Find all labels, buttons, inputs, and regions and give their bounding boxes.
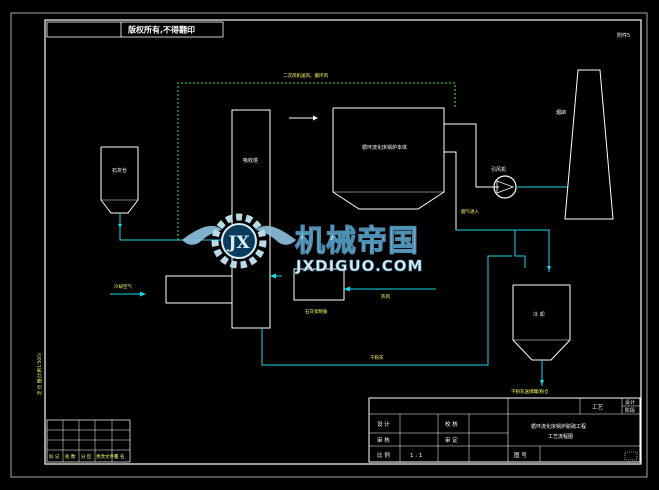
- flue-in-label: 烟气进入: [461, 208, 479, 215]
- chimney-label: 烟囱: [556, 109, 566, 116]
- hot-air-arrow: [344, 286, 350, 292]
- absorber-label: 吸收塔: [243, 157, 258, 164]
- slurry-tank-label: 石灰浆制备: [305, 308, 328, 315]
- rev-header-0: 标 记: [49, 453, 60, 460]
- silo: [100, 146, 139, 214]
- rev-header-4: 签 名: [114, 453, 124, 460]
- tb-project-2: 工艺流程图: [548, 433, 573, 440]
- chimney: [564, 69, 614, 220]
- watermark: JX 机械帝国 JXDIGUO.COM: [182, 213, 423, 275]
- ash-out-label: 干粉灰送储罐/粉仓: [511, 388, 549, 395]
- inner-frame: [44, 19, 642, 465]
- boiler-return-duct: [444, 151, 457, 230]
- fan-label: 引风机: [491, 166, 506, 173]
- tb-process: 工艺: [592, 404, 604, 411]
- tb-designer: 设 计: [377, 420, 390, 428]
- outer-frame: [10, 12, 648, 478]
- silo-label: 石灰仓: [112, 167, 127, 174]
- arrow-to-boiler-head: [313, 115, 318, 121]
- drawing-number: 附件5: [617, 32, 630, 39]
- notice-text: 版权所有,不得翻印: [127, 25, 195, 35]
- silo-feed-arrow: [118, 224, 122, 228]
- boiler-label: 循环流化床锅炉本体: [362, 144, 407, 151]
- flue-arrow: [547, 266, 551, 271]
- tb-reviewer: 审 核: [377, 436, 390, 444]
- title-block: [368, 397, 641, 463]
- tb-checker: 校 核: [445, 420, 458, 428]
- rev-header-3: 更改文件号: [96, 453, 119, 460]
- watermark-left-wing: [182, 225, 222, 245]
- tb-date: 1 : 1: [410, 453, 422, 459]
- bag-filter-outlet-arrow: [540, 380, 544, 385]
- absorber-feed-head: [270, 273, 276, 279]
- corner-mark: [624, 451, 638, 461]
- boiler: [332, 107, 445, 210]
- slurry-tank: [293, 268, 345, 301]
- left-margin-text: 定 位 图(比例1:500): [36, 353, 43, 395]
- revision-table: [46, 419, 131, 463]
- boiler-outlet-duct: [444, 123, 499, 188]
- dry-ash-line: [261, 255, 512, 366]
- dry-ash-label: 干粉灰: [370, 354, 384, 361]
- tb-stage-1: 设计: [625, 399, 635, 406]
- hot-air-label: 热风: [381, 293, 390, 300]
- watermark-logo-letters: JX: [226, 233, 250, 253]
- tb-stage-2: 阶段: [625, 407, 635, 414]
- flue-line: [456, 229, 550, 272]
- bag-filter: [512, 284, 571, 361]
- tb-scale: 比 例: [377, 451, 390, 459]
- tb-drawing: 图 号: [514, 451, 527, 459]
- recirc-label: 二次风机送风、循环风: [283, 72, 328, 79]
- cold-air-duct: [165, 275, 232, 304]
- watermark-en: JXDIGUO.COM: [295, 257, 423, 275]
- watermark-cn: 机械帝国: [295, 224, 419, 259]
- rev-header-2: 分 区: [81, 453, 92, 460]
- cold-air-label: 冷却空气: [114, 283, 132, 290]
- fan-arrow: [496, 180, 515, 194]
- tb-approver: 审 定: [445, 436, 458, 444]
- watermark-gear: [211, 213, 267, 269]
- cold-air-arrow: [140, 291, 146, 297]
- watermark-right-wing: [256, 225, 296, 245]
- rev-header-1: 处 数: [65, 453, 76, 460]
- flue-branch: [514, 230, 526, 268]
- tb-project-1: 循环流化床锅炉脱硫工程: [531, 423, 586, 430]
- bag-filter-label: 冷 却: [533, 311, 545, 318]
- recirc-line: [177, 82, 456, 240]
- notice-box: [46, 21, 224, 38]
